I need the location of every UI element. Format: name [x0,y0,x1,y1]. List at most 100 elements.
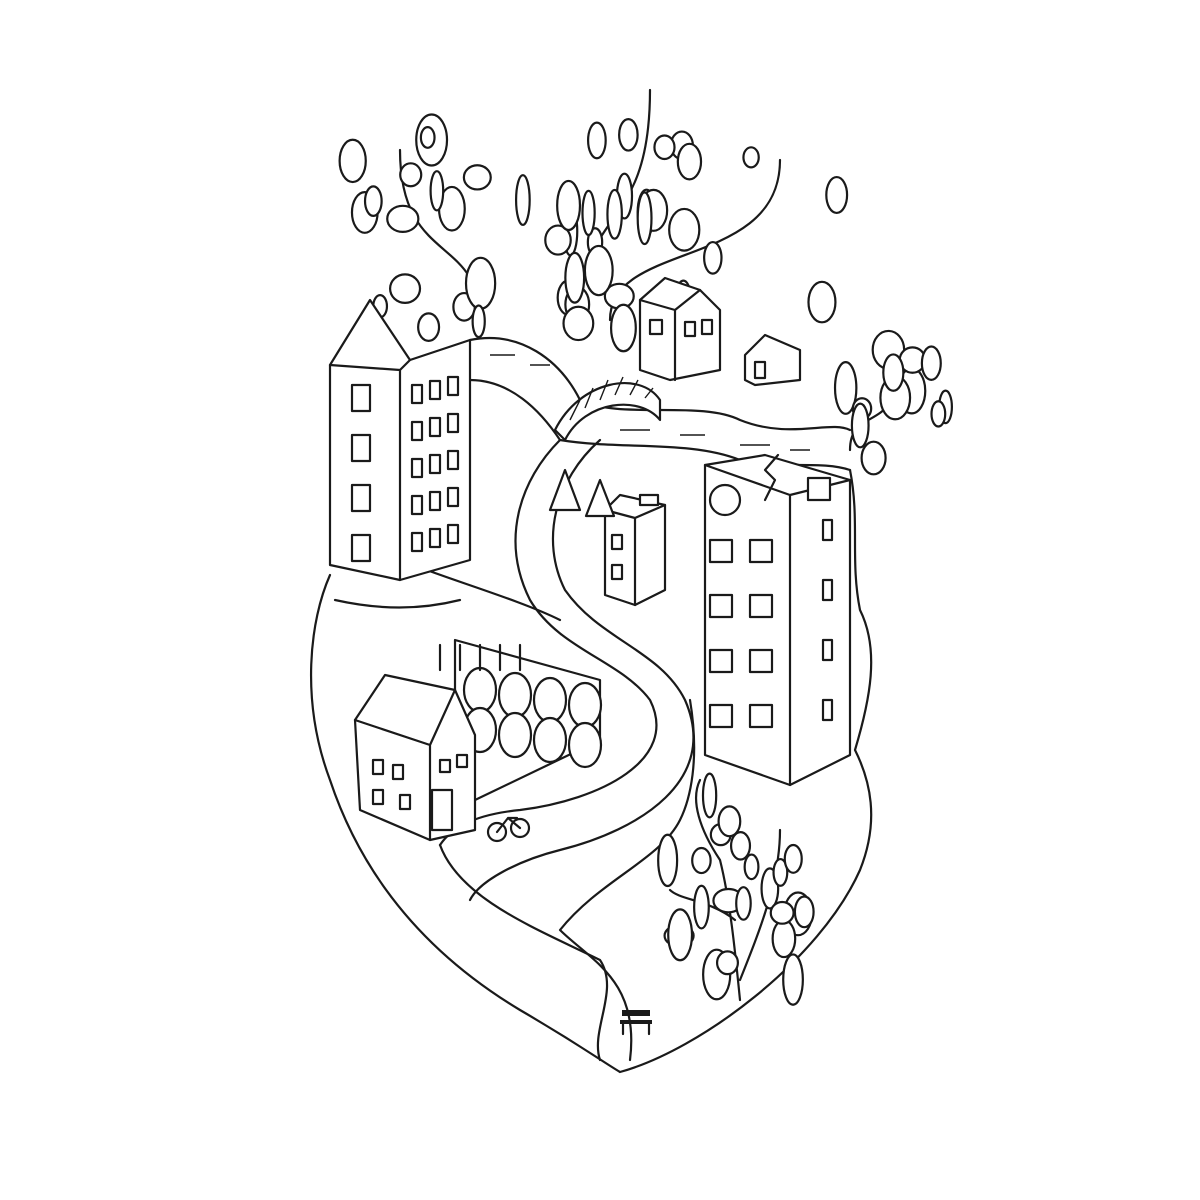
top-trees [338,88,953,476]
leaf-blob [618,117,639,152]
garden-bush [567,721,603,769]
leaf-blob [729,830,752,861]
road-left-edge [438,438,658,847]
pine-trees-icon [548,468,616,518]
leaf-blob [429,170,445,212]
leaf-blob [930,400,947,428]
water-tower-icon [806,476,832,502]
leaf-blob [583,244,614,297]
window [821,698,834,722]
balcony-window [350,533,372,563]
window [428,490,442,512]
leaf-blob [564,251,586,304]
garden-bush [497,671,533,719]
garden-bush [462,666,498,714]
window [748,703,774,729]
window [446,375,460,397]
leaf-blob [743,853,760,881]
window [446,523,460,545]
leaf-blob [769,900,795,925]
heart-outline [309,468,873,1074]
leaf-blob [882,353,905,392]
window [410,531,424,553]
balcony-window [350,483,372,513]
leaf-blob [556,179,582,232]
leaf-blob [417,312,441,342]
laundry-line [333,598,462,609]
window [446,449,460,471]
window [708,538,734,564]
leaf-blob [717,805,742,838]
leaf-blob [514,174,531,226]
window [708,648,734,674]
leaf-blob [609,303,637,353]
bridge [553,376,662,442]
garden-bush [532,676,568,724]
window [428,453,442,475]
leaf-blob [388,273,422,304]
leaf-blob [667,908,694,962]
window [821,518,834,542]
window [428,379,442,401]
leaf-blob [735,886,752,921]
leaf-blob [715,950,739,976]
window [410,383,424,405]
leaf-blob [399,162,423,188]
leaf-blob [544,224,572,256]
leaf-blob [693,884,710,930]
leaf-blob [586,121,607,160]
road-lower-right [558,698,696,1062]
window [428,416,442,438]
leaf-blob [419,126,436,149]
leaf-blob [742,146,760,169]
lower-tree [657,772,815,1006]
tall-building-left [328,298,472,582]
door-icon [430,788,454,832]
garden-bush [532,716,568,764]
window [428,527,442,549]
leaf-blob [703,240,723,275]
leaf-blob [636,191,653,246]
leaf-blob [793,895,815,929]
leaf-blob [772,857,789,887]
leaf-blob [471,304,486,339]
window [821,638,834,662]
leaf-blob [386,204,420,233]
window [821,578,834,602]
leaf-blob [701,772,718,819]
house-top-center [638,276,722,382]
leaf-blob [657,833,679,888]
leaf-blob [807,280,837,324]
balcony-window [350,433,372,463]
river-ripples [490,354,810,451]
leaf-blob [338,138,367,184]
window [748,648,774,674]
window [748,593,774,619]
leaf-blob [581,189,596,237]
leaf-blob [562,305,595,342]
bench-icon [638,493,660,507]
leaf-blob [833,361,858,415]
leaf-blob [606,188,623,240]
leaf-blob [464,256,497,310]
garden-bush [497,711,533,759]
window [410,457,424,479]
road-right-edge [468,438,695,902]
leaf-blob [668,207,701,252]
house-with-garden [353,638,603,842]
window [446,412,460,434]
bicycle-icon [486,816,531,843]
leaf-blob [363,185,383,217]
bench-icon [620,1010,652,1036]
leaf-blob [462,164,492,191]
leaf-blob [850,402,870,449]
window [708,593,734,619]
leaf-blob [691,846,712,875]
leaf-blob [653,134,676,161]
stairs-icon [763,453,780,502]
leaf-blob [782,953,804,1006]
small-building-center [548,468,667,607]
leaf-blob [860,440,887,476]
